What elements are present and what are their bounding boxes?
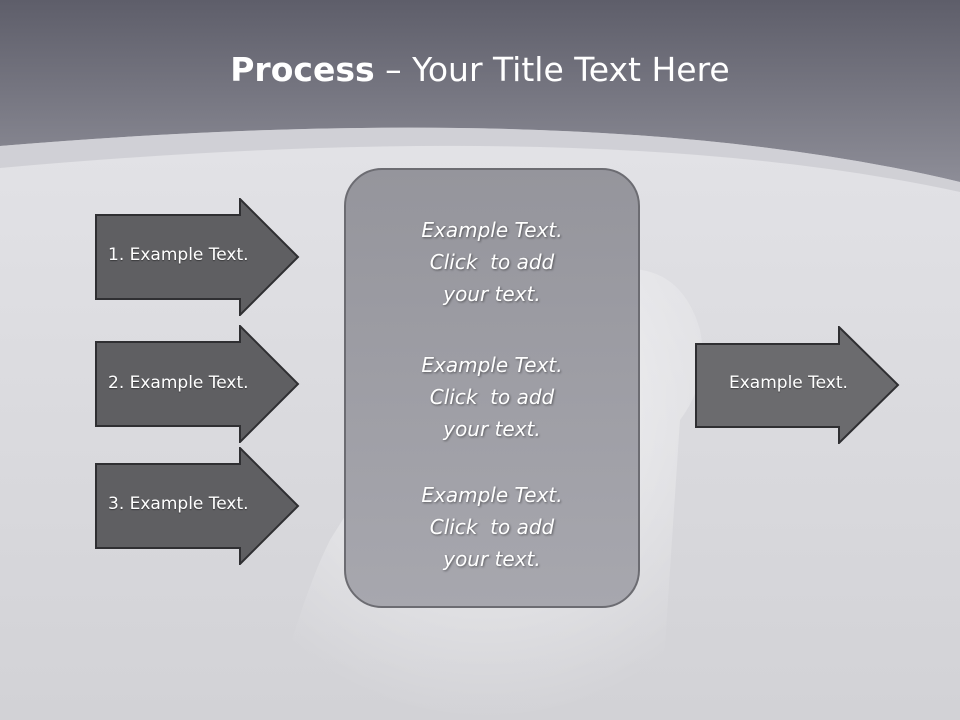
center-text-box[interactable]: Example Text. Click to add your text. Ex… [344, 168, 640, 608]
center-box-item-2[interactable]: Example Text. Click to add your text. [421, 353, 563, 441]
left-arrow-2: 2. Example Text. [95, 325, 300, 443]
left-arrow-label: 3. Example Text. [108, 494, 249, 514]
title-rest: – Your Title Text Here [374, 50, 730, 89]
slide-title: Process – Your Title Text Here [0, 50, 960, 89]
right-arrow: Example Text. [695, 326, 900, 444]
arrow-shape [95, 325, 300, 443]
left-arrow-label: 2. Example Text. [108, 373, 249, 393]
left-arrow-label: 1. Example Text. [108, 245, 249, 265]
center-box-item-1[interactable]: Example Text. Click to add your text. [421, 218, 563, 306]
left-arrow-3: 3. Example Text. [95, 447, 300, 565]
title-bold: Process [230, 50, 375, 89]
arrow-shape [95, 447, 300, 565]
right-arrow-label: Example Text. [729, 373, 848, 393]
arrow-shape [695, 326, 900, 444]
left-arrow-1: 1. Example Text. [95, 198, 300, 316]
center-box-item-3[interactable]: Example Text. Click to add your text. [421, 483, 563, 571]
arrow-shape [95, 198, 300, 316]
